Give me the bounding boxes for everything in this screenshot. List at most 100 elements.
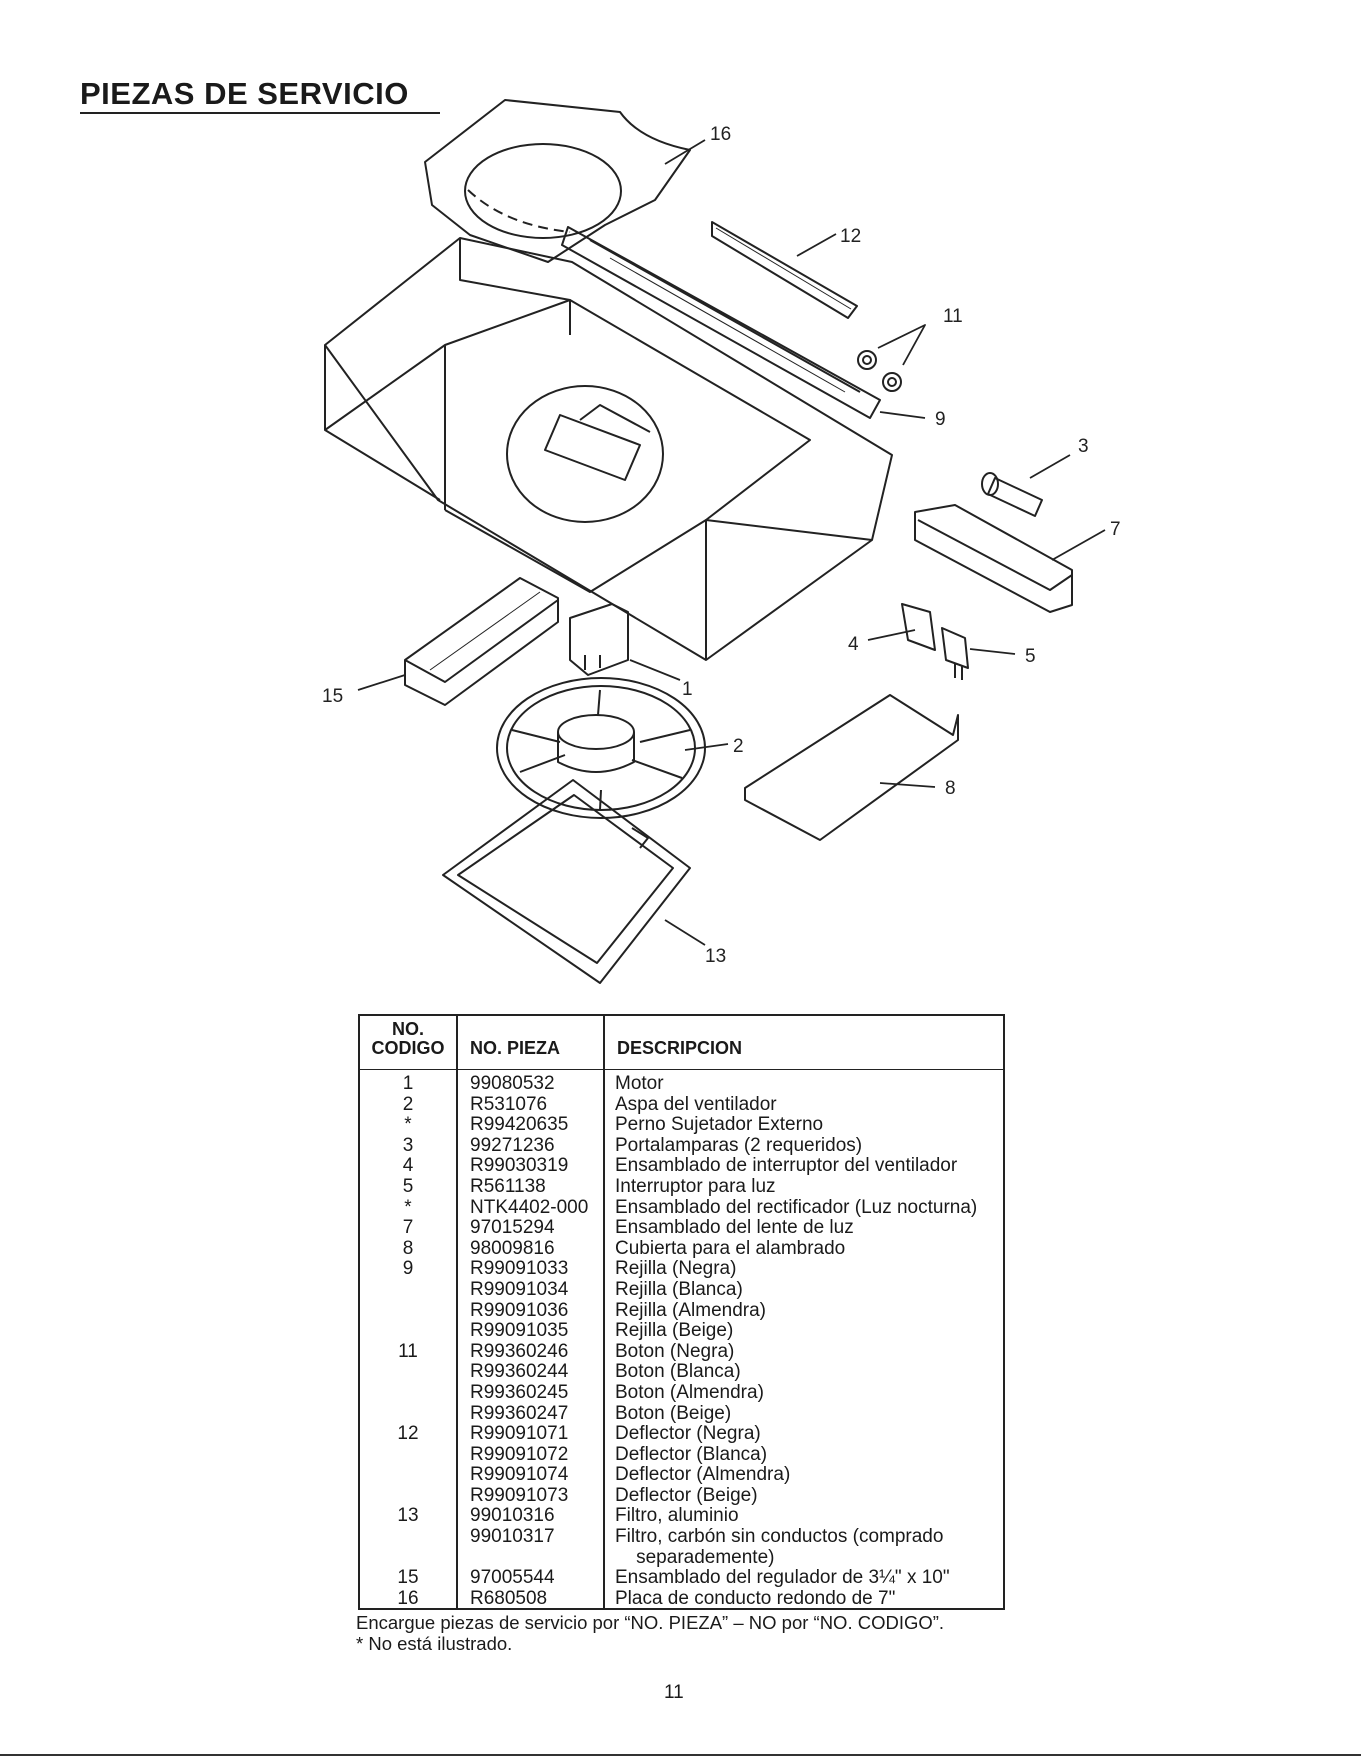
descripcion-cell: Boton (Beige)	[615, 1402, 732, 1424]
codigo-cell	[360, 1486, 456, 1507]
descripcion-cell: Aspa del ventilador	[615, 1093, 777, 1115]
codigo-cell: 12	[397, 1423, 419, 1445]
callout-leaders	[357, 139, 1106, 946]
page-title: PIEZAS DE SERVICIO	[80, 76, 409, 111]
descripcion-cell: Deflector (Negra)	[615, 1423, 761, 1445]
pieza-cell: 98009816	[470, 1237, 555, 1259]
pieza-cell: R99091035	[470, 1320, 569, 1342]
pieza-cell: 97015294	[470, 1217, 555, 1239]
not-illustrated-note: * No está ilustrado.	[356, 1633, 513, 1654]
codigo-cell	[360, 1527, 456, 1548]
callout-16: 16	[710, 124, 731, 145]
pieza-cell: 99010317	[470, 1526, 555, 1548]
descripcion-cell: Deflector (Beige)	[615, 1484, 758, 1506]
pieza-cell: R561138	[470, 1175, 546, 1197]
descripcion-cell: Rejilla (Blanca)	[615, 1278, 743, 1300]
codigo-cell	[360, 1548, 456, 1569]
pieza-cell: R99360246	[470, 1340, 569, 1362]
damper-part	[404, 577, 559, 706]
pieza-cell: R99091074	[470, 1464, 569, 1486]
descripcion-cell: Cubierta para el alambrado	[615, 1237, 846, 1259]
descripcion-cell: Interruptor para luz	[615, 1175, 776, 1197]
descripcion-cell: Ensamblado del regulador de 3¼" x 10"	[615, 1567, 950, 1589]
codigo-cell	[360, 1465, 456, 1486]
descripcion-cell: Filtro, carbón sin conductos (comprado	[615, 1526, 944, 1548]
exploded-parts-diagram: 16 12 11 9 3 7 4 5 15 1 2 8 13	[322, 99, 1121, 984]
pieza-cell: R531076	[470, 1093, 548, 1115]
codigo-cell	[360, 1301, 456, 1322]
pieza-cell: R680508	[470, 1587, 548, 1609]
knobs-part	[857, 350, 902, 392]
range-hood-body	[324, 237, 893, 661]
codigo-cell	[360, 1383, 456, 1404]
codigo-cell: 15	[397, 1567, 419, 1589]
page-number: 11	[664, 1682, 684, 1703]
descripcion-cell: Deflector (Almendra)	[615, 1464, 791, 1486]
filter-part	[442, 779, 691, 984]
codigo-cell: 7	[402, 1217, 414, 1239]
descripcion-cell: Ensamblado del rectificador (Luz nocturn…	[615, 1196, 978, 1218]
pieza-cell: R99030319	[470, 1155, 569, 1177]
descripcion-cell: Boton (Negra)	[615, 1340, 735, 1362]
order-note: Encargue piezas de servicio por “NO. PIE…	[356, 1612, 945, 1633]
pieza-cell: R99091034	[470, 1278, 569, 1300]
header-codigo: NO. CODIGO	[371, 1019, 445, 1058]
descripcion-cell: Rejilla (Beige)	[615, 1320, 734, 1342]
fan-blade-part	[496, 677, 706, 819]
callout-5: 5	[1025, 646, 1036, 667]
callout-3: 3	[1078, 436, 1089, 457]
codigo-cell: 4	[402, 1155, 414, 1177]
pieza-cell: R99091033	[470, 1258, 569, 1280]
descripcion-cell: Motor	[615, 1073, 664, 1094]
descripcion-cell: Rejilla (Almendra)	[615, 1299, 766, 1321]
pieza-cell	[456, 1548, 603, 1569]
motor-part	[569, 603, 629, 676]
codigo-cell: 11	[398, 1340, 418, 1362]
codigo-cell: 3	[402, 1134, 414, 1156]
descripcion-cell: Ensamblado del lente de luz	[615, 1217, 854, 1239]
pieza-cell: 97005544	[470, 1567, 555, 1589]
wiring-cover-part	[744, 694, 959, 841]
lamp-holder-part	[981, 472, 1043, 517]
callout-11: 11	[943, 306, 963, 327]
codigo-cell: *	[404, 1196, 412, 1218]
light-lens-part	[914, 504, 1073, 613]
pieza-cell: R99360245	[470, 1381, 569, 1403]
descripcion-cell: separademente)	[615, 1546, 775, 1568]
callout-4: 4	[848, 634, 859, 655]
pieza-cell: R99091073	[470, 1484, 569, 1506]
codigo-cell: 13	[397, 1505, 419, 1527]
title-underline	[80, 112, 440, 114]
codigo-cell: *	[404, 1114, 412, 1136]
callout-13: 13	[705, 946, 726, 967]
callout-9: 9	[935, 409, 946, 430]
pieza-cell: 99271236	[470, 1134, 555, 1156]
header-descripcion: DESCRIPCION	[617, 1038, 743, 1058]
codigo-cell: 9	[402, 1258, 414, 1280]
pieza-cell: R99091036	[470, 1299, 569, 1321]
descripcion-cell: Boton (Blanca)	[615, 1361, 741, 1383]
callout-2: 2	[733, 736, 744, 757]
pieza-cell: R99420635	[470, 1114, 569, 1136]
descripcion-cell: Ensamblado de interruptor del ventilador	[615, 1155, 958, 1177]
codigo-cell	[360, 1404, 456, 1425]
header-pieza: NO. PIEZA	[470, 1038, 561, 1058]
pieza-cell: 99010316	[470, 1505, 555, 1527]
codigo-cell: 8	[402, 1237, 414, 1259]
switches-part	[901, 603, 969, 680]
descripcion-cell: Placa de conducto redondo de 7"	[615, 1587, 896, 1609]
descripcion-cell: Rejilla (Negra)	[615, 1258, 737, 1280]
pieza-cell: R99091072	[470, 1443, 569, 1465]
bottom-rule	[0, 1754, 1361, 1756]
callout-15: 15	[322, 686, 343, 707]
descripcion-cell: Filtro, aluminio	[615, 1505, 739, 1527]
codigo-cell: 5	[402, 1175, 414, 1197]
descripcion-cell: Portalamparas (2 requeridos)	[615, 1134, 863, 1156]
